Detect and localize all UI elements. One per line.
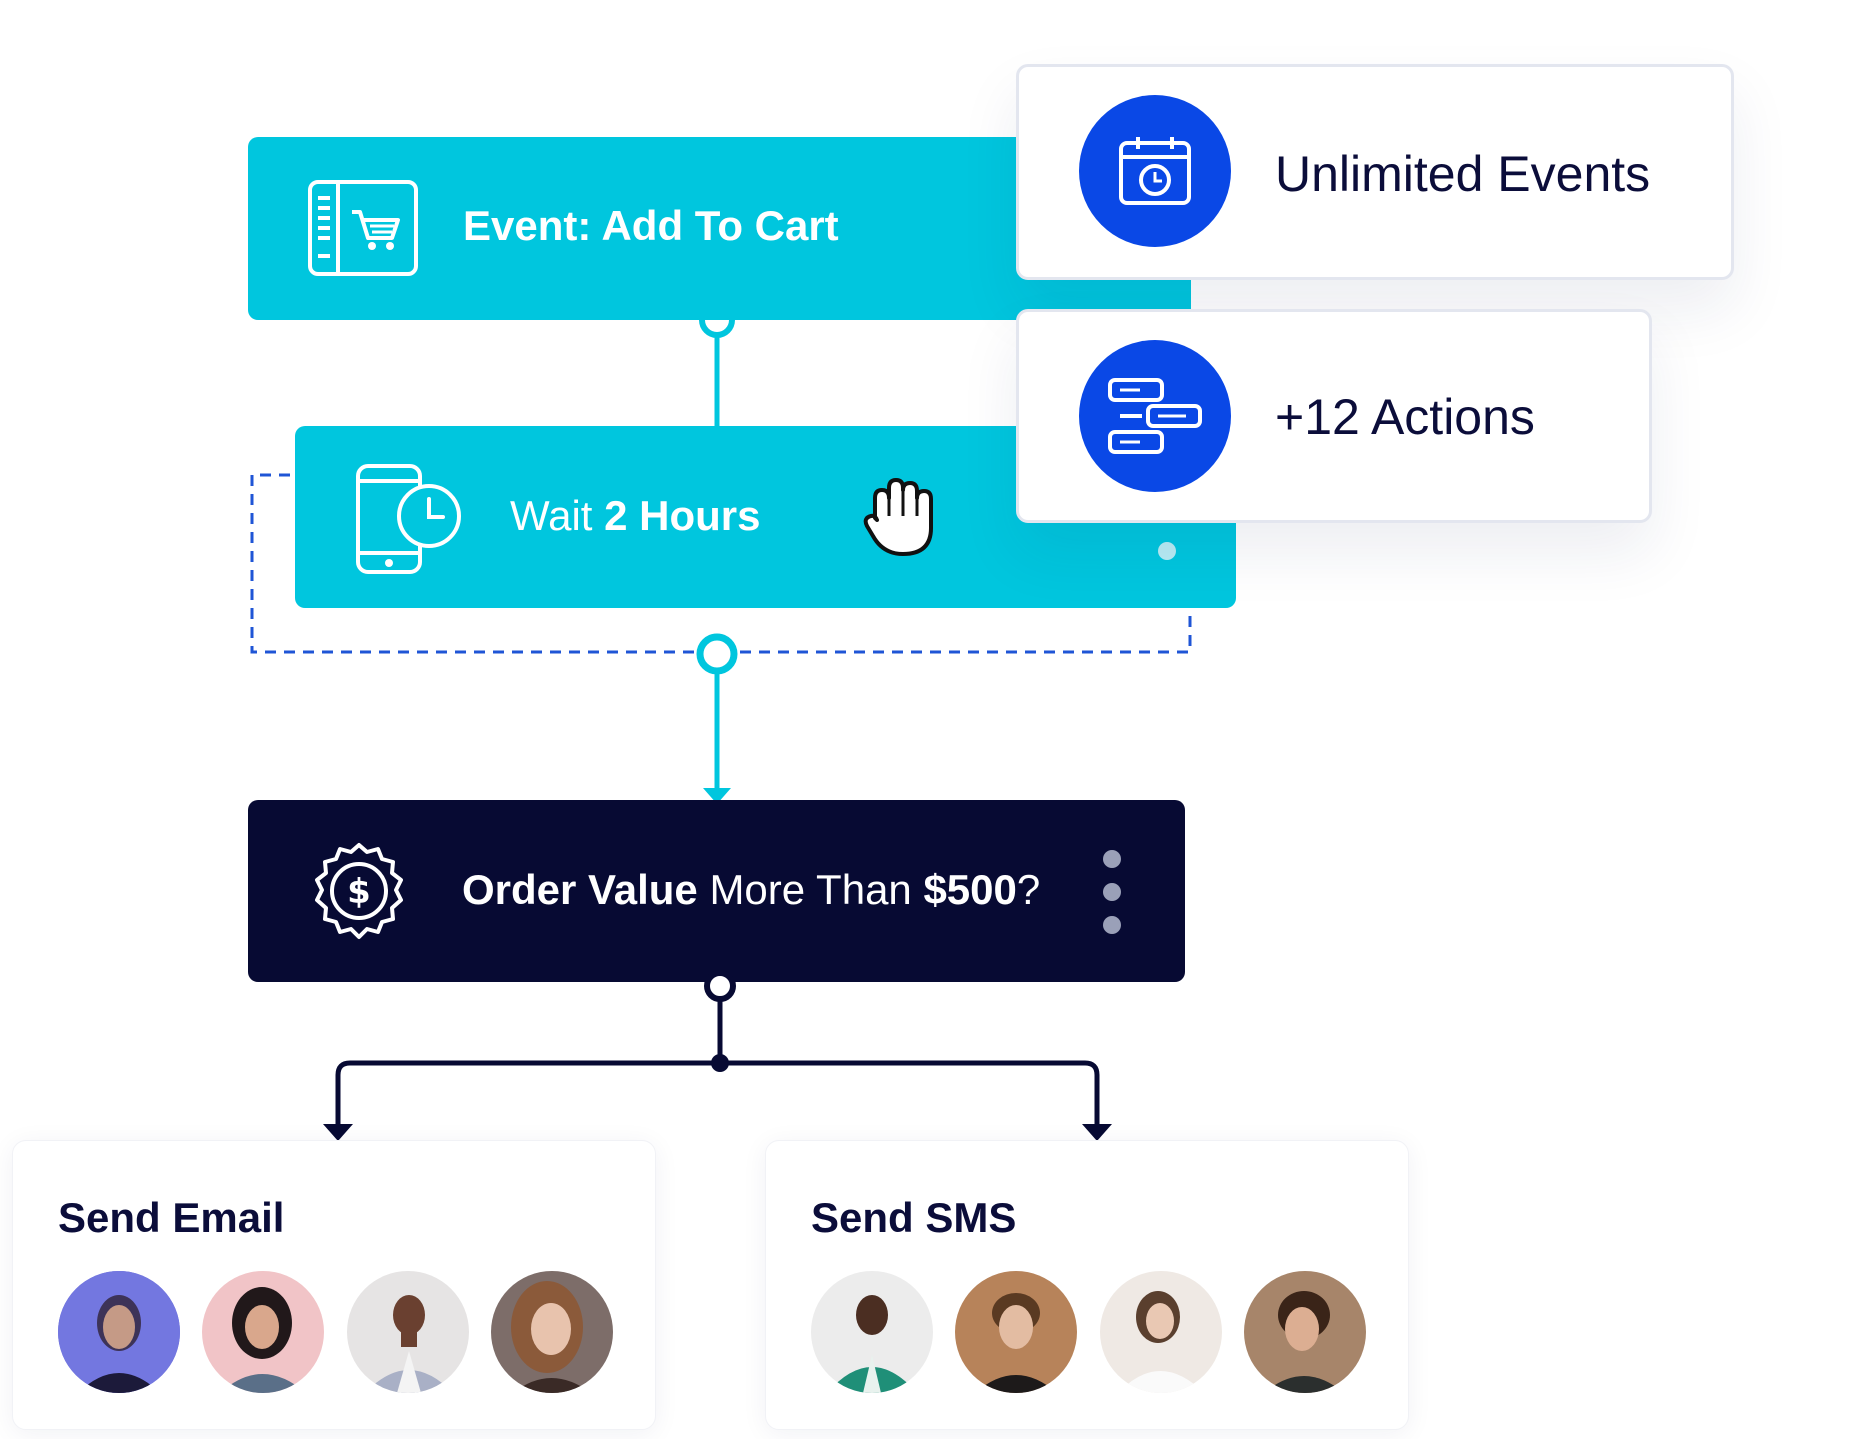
condition-node[interactable]: $ Order Value More Than $500?: [248, 800, 1185, 982]
cart-icon: [308, 180, 418, 276]
avatar: [58, 1271, 180, 1393]
send-email-title: Send Email: [58, 1194, 285, 1241]
condition-port: [704, 970, 736, 1002]
condition-tail: ?: [1016, 866, 1041, 913]
branch-junction: [711, 1054, 729, 1072]
dollar-badge-icon: $: [315, 843, 403, 939]
feature-card-actions: +12 Actions: [1016, 309, 1652, 523]
condition-value: $500: [923, 866, 1017, 913]
arrowhead-sms: [1082, 1124, 1112, 1141]
condition-field: Order Value: [462, 866, 698, 913]
avatar: [491, 1271, 613, 1393]
wait-node-title: Wait 2 Hours: [510, 492, 761, 540]
branch-left: [335, 1060, 720, 1125]
send-sms-card[interactable]: Send SMS: [765, 1140, 1409, 1430]
arrowhead-condition: [703, 788, 731, 804]
avatar: [347, 1271, 469, 1393]
arrowhead-email: [323, 1124, 353, 1141]
avatar: [202, 1271, 324, 1393]
grab-hand-icon: [863, 478, 933, 556]
send-email-card[interactable]: Send Email: [12, 1140, 656, 1430]
send-sms-title: Send SMS: [811, 1194, 1017, 1241]
calendar-clock-icon: [1119, 137, 1191, 205]
phone-clock-icon: [356, 464, 461, 574]
kebab-menu-icon[interactable]: [1103, 850, 1121, 949]
feature-label: +12 Actions: [1275, 389, 1535, 445]
avatar: [811, 1271, 933, 1393]
feature-icon-circle: [1079, 95, 1231, 247]
blocks-icon: [1108, 378, 1202, 454]
condition-node-title: Order Value More Than $500?: [462, 866, 1040, 914]
event-node-title: Event: Add To Cart: [463, 202, 839, 249]
connector-port-wait: [696, 633, 738, 675]
condition-operator: More Than: [697, 866, 924, 913]
wait-node-port: [1158, 542, 1176, 560]
feature-icon-circle: [1079, 340, 1231, 492]
feature-card-unlimited-events: Unlimited Events: [1016, 64, 1734, 280]
avatar: [1244, 1271, 1366, 1393]
wait-prefix: Wait: [510, 492, 605, 539]
branch-right: [720, 1060, 1100, 1125]
svg-text:$: $: [347, 872, 371, 912]
feature-label: Unlimited Events: [1275, 146, 1651, 202]
avatar: [1100, 1271, 1222, 1393]
wait-duration: 2 Hours: [604, 492, 761, 539]
avatar: [955, 1271, 1077, 1393]
dashed-group-outline: [250, 473, 1192, 654]
